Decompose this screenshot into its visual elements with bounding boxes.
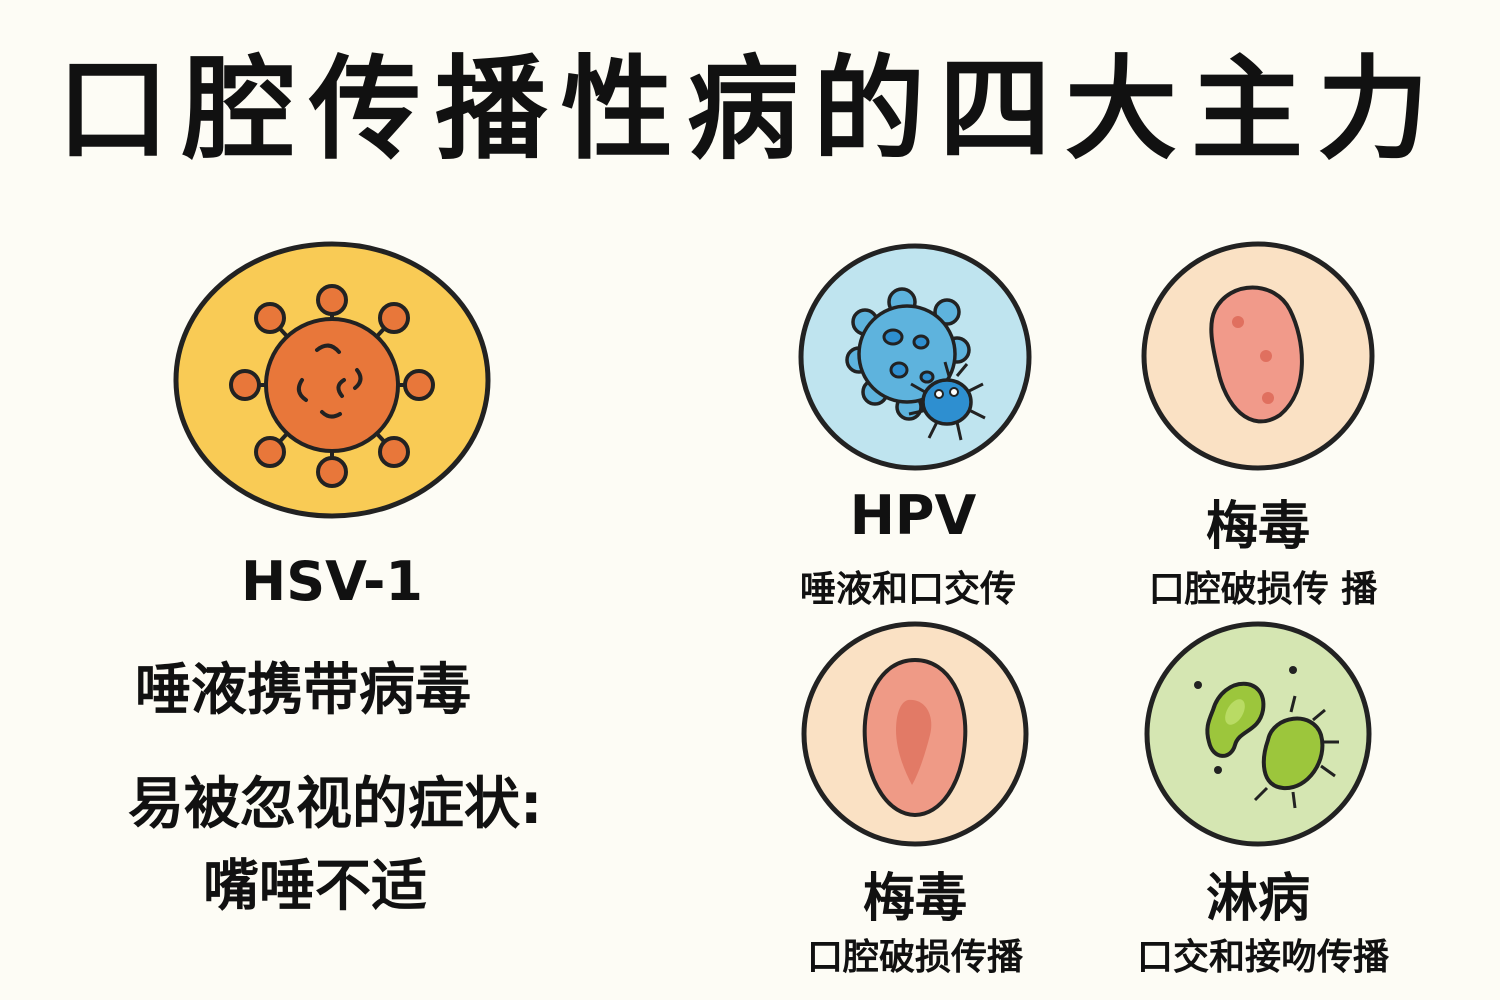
gonorrhea-badge <box>1143 620 1373 848</box>
hpv-badge <box>797 242 1033 472</box>
syphilis-bottom-desc: 口腔破损传播 <box>806 937 1023 978</box>
virus-bug-icon <box>798 243 1032 471</box>
syphilis-top-desc: 口腔破损传 播 <box>1148 569 1378 610</box>
bacteria-icon <box>1144 621 1372 847</box>
virus-icon <box>173 241 491 519</box>
hpv-name: HPV <box>849 484 977 547</box>
syphilis-top-name: 梅毒 <box>1205 497 1310 557</box>
hsv-line3: 嘴唾不适 <box>203 854 427 919</box>
hsv-line2: 易被忽视的症状: <box>128 772 543 837</box>
gonorrhea-desc: 口交和接吻传播 <box>1136 937 1389 978</box>
hsv-line1: 唾液携带病毒 <box>135 658 471 723</box>
syphilis-bottom-badge <box>800 620 1030 848</box>
syphilis-top-badge <box>1140 240 1376 472</box>
syphilis-bottom-name: 梅毒 <box>862 869 967 929</box>
hsv-badge <box>172 240 492 520</box>
lesion-oval-icon <box>1141 241 1375 471</box>
hsv-name: HSV-1 <box>241 550 423 613</box>
ulcer-icon <box>801 621 1029 847</box>
gonorrhea-name: 淋病 <box>1205 869 1310 929</box>
hpv-desc: 唾液和口交传 <box>799 569 1016 610</box>
page-title: 口腔传播性病的四大主力 <box>57 45 1443 175</box>
